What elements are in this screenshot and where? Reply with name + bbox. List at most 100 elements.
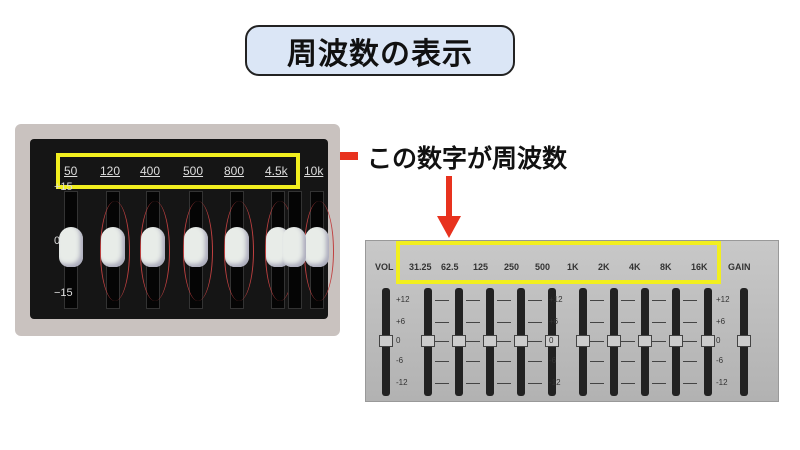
scale-tick: [528, 341, 542, 342]
scale-label: +15: [54, 181, 73, 193]
scale-label: 0: [716, 336, 721, 345]
scale-tick: [466, 322, 480, 323]
scale-tick: [528, 383, 542, 384]
scale-tick: [590, 300, 604, 301]
slider-knob: [514, 335, 528, 347]
scale-tick: [683, 383, 697, 384]
scale-tick: [528, 322, 542, 323]
slider-knob: [305, 227, 329, 267]
frequency-highlight-box: [56, 153, 300, 189]
scale-tick: [435, 361, 449, 362]
scale-label: -6: [716, 356, 724, 365]
scale-label: +6: [549, 317, 559, 326]
frequency-label: 62.5: [441, 262, 459, 272]
scale-tick: [435, 322, 449, 323]
scale-tick: [466, 383, 480, 384]
scale-tick: [683, 341, 697, 342]
slider-knob: [379, 335, 393, 347]
scale-label: 0: [54, 235, 61, 247]
scale-tick: [435, 300, 449, 301]
slider-knob: [669, 335, 683, 347]
scale-label: −15: [54, 287, 73, 299]
scale-label: 0: [396, 336, 401, 345]
frequency-label: 2K: [598, 262, 610, 272]
scale-label: +12: [549, 295, 563, 304]
scale-label: -12: [396, 378, 408, 387]
scale-label: -12: [716, 378, 728, 387]
callout-text: この数字が周波数: [367, 144, 568, 173]
slider-knob: [545, 335, 559, 347]
frequency-label: 800: [224, 164, 245, 178]
slider-knob: [421, 335, 435, 347]
scale-label: +6: [716, 317, 726, 326]
slider-knob: [638, 335, 652, 347]
scale-tick: [435, 383, 449, 384]
frequency-label: 4K: [629, 262, 641, 272]
gain-label: GAIN: [728, 262, 751, 272]
scale-tick: [621, 383, 635, 384]
slider-knob: [101, 227, 125, 267]
frequency-label: 16K: [691, 262, 708, 272]
frequency-label: 10k: [304, 164, 324, 178]
page-title: 周波数の表示: [245, 25, 515, 76]
left-equalizer-photo: 50 120 400 500 800 4.5k 10k +15 0 −15: [15, 124, 340, 336]
scale-label: +12: [716, 295, 730, 304]
scale-tick: [590, 361, 604, 362]
slider-knob: [452, 335, 466, 347]
frequency-label: 125: [473, 262, 489, 272]
frequency-label: 120: [100, 164, 121, 178]
scale-label: -12: [549, 378, 561, 387]
vol-label: VOL: [375, 262, 394, 272]
eq-curve: [100, 201, 130, 301]
scale-tick: [621, 341, 635, 342]
scale-tick: [497, 322, 511, 323]
scale-tick: [435, 341, 449, 342]
eq-curve: [140, 201, 170, 301]
frequency-label: 4.5k: [265, 164, 288, 178]
slider-knob: [184, 227, 208, 267]
slider-knob: [225, 227, 249, 267]
frequency-label: 500: [535, 262, 551, 272]
slider-knob: [141, 227, 165, 267]
left-equalizer-panel: 50 120 400 500 800 4.5k 10k +15 0 −15: [30, 139, 334, 319]
scale-tick: [590, 341, 604, 342]
scale-tick: [621, 300, 635, 301]
scale-tick: [652, 383, 666, 384]
slider-knob: [282, 227, 306, 267]
frequency-label: 400: [140, 164, 161, 178]
frequency-label: 500: [183, 164, 204, 178]
slider-knob: [607, 335, 621, 347]
slider-knob: [701, 335, 715, 347]
slider-knob: [483, 335, 497, 347]
scale-tick: [683, 322, 697, 323]
scale-tick: [683, 300, 697, 301]
scale-tick: [652, 361, 666, 362]
scale-tick: [497, 341, 511, 342]
frequency-label: 250: [504, 262, 520, 272]
scale-tick: [528, 361, 542, 362]
slider-knob: [59, 227, 83, 267]
scale-label: 0: [549, 336, 554, 345]
arrow-down-icon: [437, 176, 461, 238]
scale-tick: [466, 361, 480, 362]
scale-tick: [652, 300, 666, 301]
frequency-label: 50: [64, 164, 78, 178]
scale-tick: [497, 383, 511, 384]
frequency-label: 31.25: [409, 262, 432, 272]
scale-tick: [466, 300, 480, 301]
scale-tick: [683, 361, 697, 362]
scale-tick: [528, 300, 542, 301]
scale-tick: [652, 322, 666, 323]
scale-tick: [590, 322, 604, 323]
scale-tick: [590, 383, 604, 384]
scale-tick: [497, 361, 511, 362]
frequency-label: 1K: [567, 262, 579, 272]
scale-tick: [652, 341, 666, 342]
scale-label: +12: [396, 295, 410, 304]
scale-tick: [497, 300, 511, 301]
scale-tick: [466, 341, 480, 342]
slider-knob: [576, 335, 590, 347]
eq-curve: [183, 201, 213, 301]
frequency-highlight-box: [396, 241, 721, 284]
